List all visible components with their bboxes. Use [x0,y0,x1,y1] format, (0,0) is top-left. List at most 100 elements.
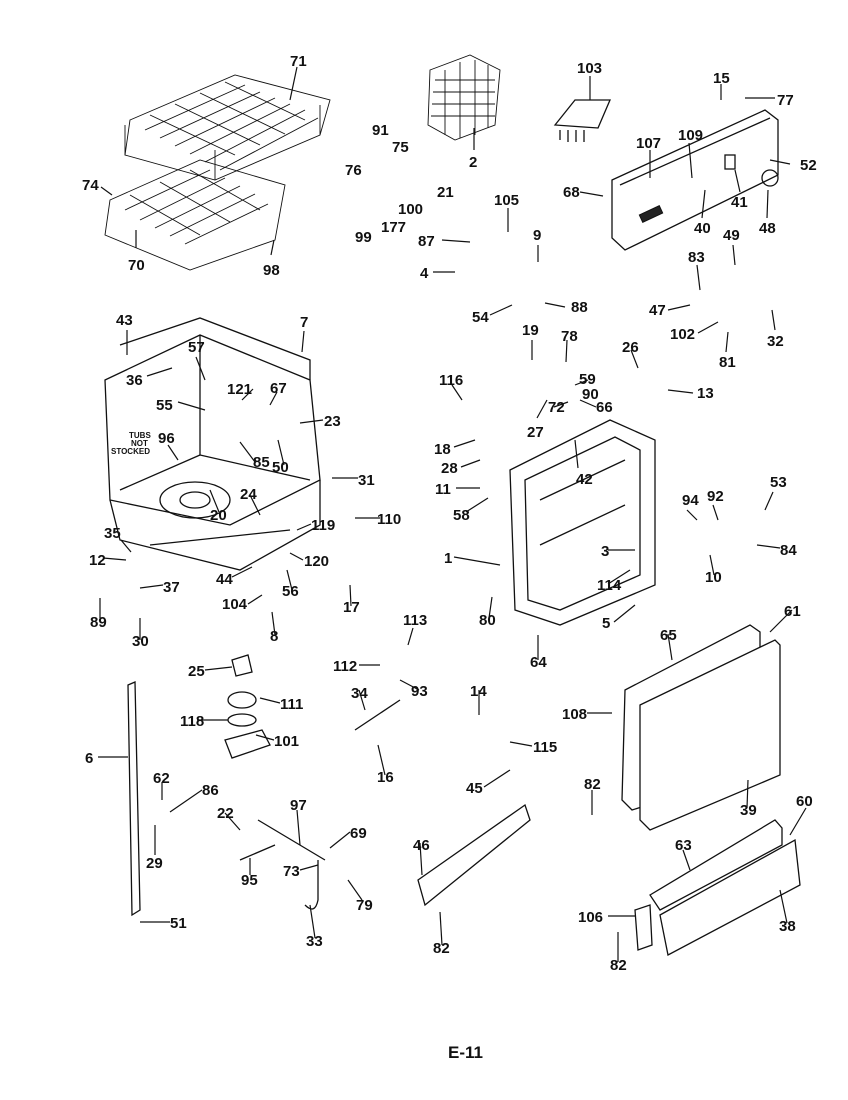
callout-3: 3 [601,543,609,560]
callout-104: 104 [222,596,248,613]
callout-70: 70 [128,257,145,274]
callout-53: 53 [770,474,787,491]
callout-59: 59 [579,371,596,388]
callout-112: 112 [333,658,357,675]
control-panel [611,109,779,251]
callout-108: 108 [562,706,587,723]
callout-76: 76 [345,162,362,179]
callout-24: 24 [240,486,257,503]
silverware-basket [427,54,501,141]
callout-58: 58 [453,507,470,524]
bracket-46 [417,803,531,907]
callout-22: 22 [217,805,234,822]
note-line-3: STOCKED [111,447,150,456]
callout-80: 80 [479,612,496,629]
tubs-not-stocked-note: TUBS NOT STOCKED [111,431,151,456]
callout-40: 40 [694,220,711,237]
callout-27: 27 [527,424,544,441]
spray-parts [224,654,271,759]
callout-41: 41 [731,194,748,211]
callout-14: 14 [470,683,487,700]
callout-106: 106 [578,909,603,926]
callout-50: 50 [272,459,289,476]
callout-107: 107 [636,135,661,152]
callout-10: 10 [705,569,722,586]
callout-57: 57 [188,339,205,356]
callout-81: 81 [719,354,736,371]
callout-9: 9 [533,227,541,244]
callout-68: 68 [563,184,580,201]
callout-54: 54 [472,309,489,326]
dish-rack-lower [104,159,286,271]
callout-77: 77 [777,92,794,109]
callout-29: 29 [146,855,163,872]
callout-labels: 71 74 70 98 2 103 15 77 91 75 76 21 100 … [82,53,817,974]
callout-177: 177 [381,219,406,236]
callout-82-a: 82 [584,776,601,793]
callout-116: 116 [439,372,463,389]
callout-13: 13 [697,385,714,402]
callout-91: 91 [372,122,389,139]
callout-23: 23 [324,413,341,430]
control-module-103 [553,99,611,142]
outer-door-panels [621,624,781,831]
kick-panels [634,819,801,956]
callout-39: 39 [740,802,757,819]
leader-lines [98,66,807,962]
callout-30: 30 [132,633,149,650]
callout-83: 83 [688,249,705,266]
callout-97: 97 [290,797,307,814]
callout-75: 75 [392,139,409,156]
callout-118: 118 [180,713,204,730]
dishwasher-tub [104,317,321,571]
callout-33: 33 [306,933,323,950]
callout-100: 100 [398,201,423,218]
callout-56: 56 [282,583,299,600]
callout-66: 66 [596,399,613,416]
note-line-1: TUBS [129,431,151,440]
callout-82-b: 82 [433,940,450,957]
callout-86: 86 [202,782,219,799]
callout-103: 103 [577,60,602,77]
callout-61: 61 [784,603,801,620]
callout-1: 1 [444,550,452,567]
callout-5: 5 [602,615,610,632]
callout-102: 102 [670,326,695,343]
callout-8: 8 [270,628,278,645]
callout-96: 96 [158,430,175,447]
callout-87: 87 [418,233,435,250]
callout-110: 110 [377,511,401,528]
callout-45: 45 [466,780,483,797]
callout-85: 85 [253,454,270,471]
callout-79: 79 [356,897,373,914]
callout-63: 63 [675,837,692,854]
callout-67: 67 [270,380,287,397]
callout-2: 2 [469,154,477,171]
callout-26: 26 [622,339,639,356]
callout-34: 34 [351,685,368,702]
callout-99: 99 [355,229,372,246]
callout-109: 109 [678,127,703,144]
callout-95: 95 [241,872,258,889]
callout-72: 72 [548,399,565,416]
callout-114: 114 [597,577,622,594]
callout-71: 71 [290,53,307,70]
springs-and-rods [239,699,401,910]
callout-74: 74 [82,177,99,194]
callout-48: 48 [759,220,776,237]
callout-28: 28 [441,460,458,477]
callout-43: 43 [116,312,133,329]
callout-6: 6 [85,750,93,767]
callout-7: 7 [300,314,308,331]
callout-105: 105 [494,192,519,209]
side-trim-strip [127,681,141,917]
callout-47: 47 [649,302,666,319]
page-footer-label: E-11 [448,1043,483,1062]
callout-11: 11 [435,481,451,498]
inner-door [509,419,656,626]
callout-51: 51 [170,915,187,932]
callout-73: 73 [283,863,300,880]
callout-25: 25 [188,663,205,680]
callout-120: 120 [304,553,329,570]
callout-35: 35 [104,525,121,542]
